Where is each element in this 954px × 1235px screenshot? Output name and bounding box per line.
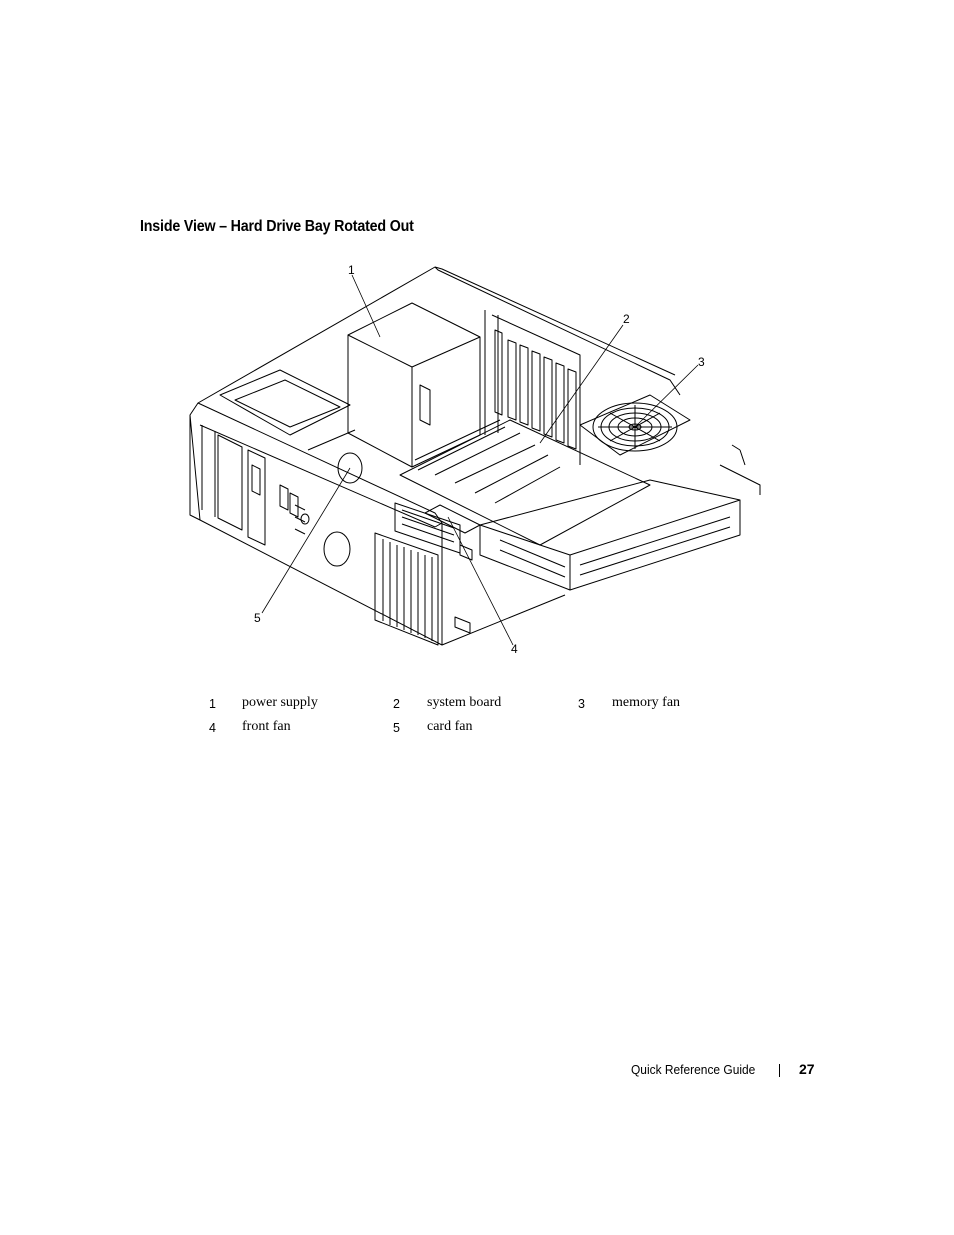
footer-separator xyxy=(779,1064,780,1077)
hard-drive-bay xyxy=(479,444,761,591)
footer-guide-title: Quick Reference Guide xyxy=(631,1062,756,1077)
card-fan-drawing xyxy=(307,429,363,484)
callout-5: 5 xyxy=(254,611,261,625)
memory-fan-drawing xyxy=(579,394,691,456)
legend-number: 5 xyxy=(393,721,400,735)
legend-label: power supply xyxy=(242,695,318,710)
legend-number: 1 xyxy=(209,697,216,711)
legend-number: 4 xyxy=(209,721,216,735)
callout-2: 2 xyxy=(623,312,630,326)
legend-label: card fan xyxy=(427,719,473,734)
legend-label: memory fan xyxy=(612,695,681,710)
chassis-drawing xyxy=(189,266,761,646)
callout-4: 4 xyxy=(511,642,518,656)
callout-3: 3 xyxy=(698,355,705,369)
power-supply-block xyxy=(347,302,481,468)
legend-number: 3 xyxy=(578,697,585,711)
computer-interior-illustration xyxy=(180,255,780,665)
section-title: Inside View – Hard Drive Bay Rotated Out xyxy=(140,218,414,235)
legend-label: front fan xyxy=(242,719,291,734)
expansion-slots xyxy=(494,329,577,450)
page-number: 27 xyxy=(799,1061,815,1077)
legend-number: 2 xyxy=(393,697,400,711)
front-bezel xyxy=(189,402,443,646)
callout-1: 1 xyxy=(348,263,355,277)
legend-label: system board xyxy=(427,695,502,710)
front-vent xyxy=(374,532,473,646)
callout-leaders xyxy=(261,274,699,646)
system-board xyxy=(399,419,651,546)
